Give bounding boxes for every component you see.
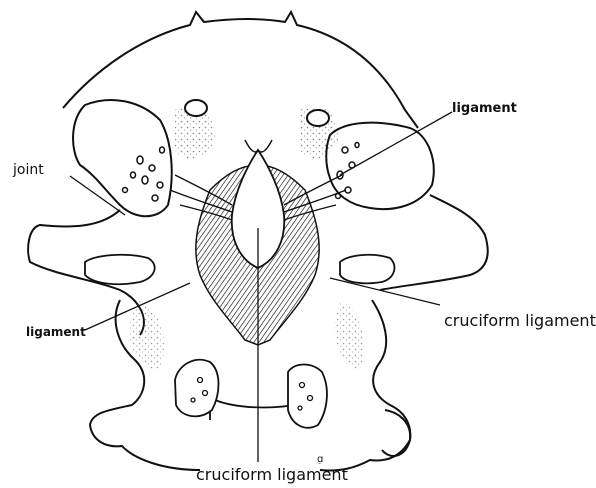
axis-shading-right — [335, 300, 364, 370]
left-lateral-mass — [73, 100, 172, 216]
right-lateral-mass — [326, 123, 433, 209]
label-cruciform-ligament-bottom: cruciform ligament — [196, 467, 348, 483]
left-inferior-articular-process — [175, 360, 219, 417]
right-inferior-articular-process — [288, 365, 327, 428]
left-hypoglossal-oval — [185, 100, 207, 116]
axis-right-outline — [320, 300, 410, 471]
atlas-right-foramen — [340, 255, 394, 284]
atlas-left-foramen — [85, 255, 155, 284]
right-lower-process — [382, 410, 410, 456]
label-cruciform-ligament-right: cruciform ligament — [444, 313, 596, 329]
label-ligament-left: ligament — [26, 326, 86, 338]
atlas-right-transverse-process — [380, 195, 488, 290]
label-small-mark: ɑ̣ — [317, 455, 323, 465]
cruciform-crest — [245, 140, 272, 152]
leader-cruciform-right — [330, 278, 440, 305]
label-ligament-top-right: ligament — [452, 102, 517, 115]
label-joint: joint — [13, 163, 44, 177]
right-hypoglossal-oval — [307, 110, 329, 126]
